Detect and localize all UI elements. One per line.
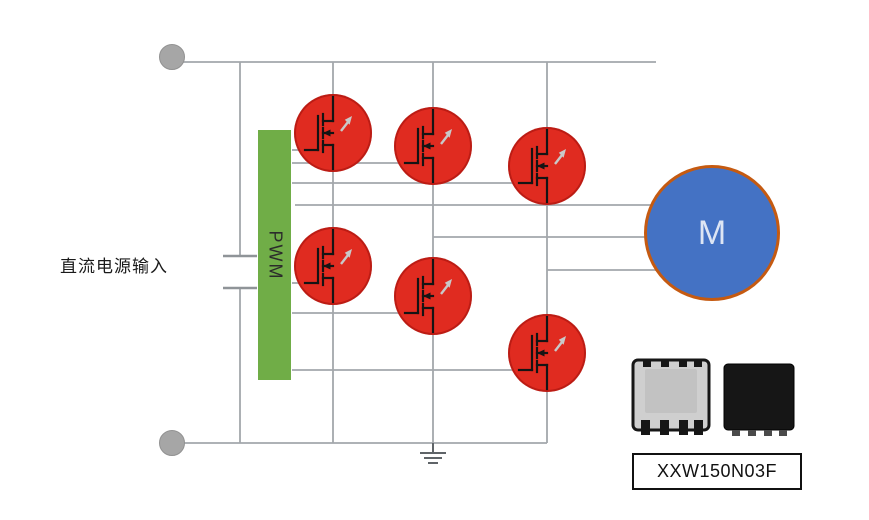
package-light-icon [631, 358, 711, 435]
mosfet-package-black [722, 362, 796, 443]
mosfet-bottom-3 [508, 314, 586, 392]
pwm-label: PWM [265, 230, 285, 280]
motor-symbol: M [644, 165, 780, 301]
mosfet-icon [294, 94, 372, 172]
capacitor-icon [223, 254, 257, 290]
mosfet-package-topview [631, 358, 711, 443]
dc-input-label: 直流电源输入 [60, 257, 168, 276]
mosfet-top-3 [508, 127, 586, 205]
mosfet-icon [394, 107, 472, 185]
terminal-dot-bottom [159, 430, 185, 456]
motor-label: M [697, 213, 727, 252]
mosfet-top-2 [394, 107, 472, 185]
pwm-controller-block: PWM [258, 130, 291, 380]
mosfet-icon [294, 227, 372, 305]
mosfet-top-1 [294, 94, 372, 172]
mosfet-icon [508, 314, 586, 392]
mosfet-bottom-2 [394, 257, 472, 335]
package-dark-icon [723, 363, 795, 436]
terminal-dot-top [159, 44, 185, 70]
ground-icon [420, 443, 446, 464]
mosfet-icon [394, 257, 472, 335]
mosfet-icon [508, 127, 586, 205]
part-number-label: XXW150N03F [632, 453, 802, 490]
mosfet-bottom-1 [294, 227, 372, 305]
